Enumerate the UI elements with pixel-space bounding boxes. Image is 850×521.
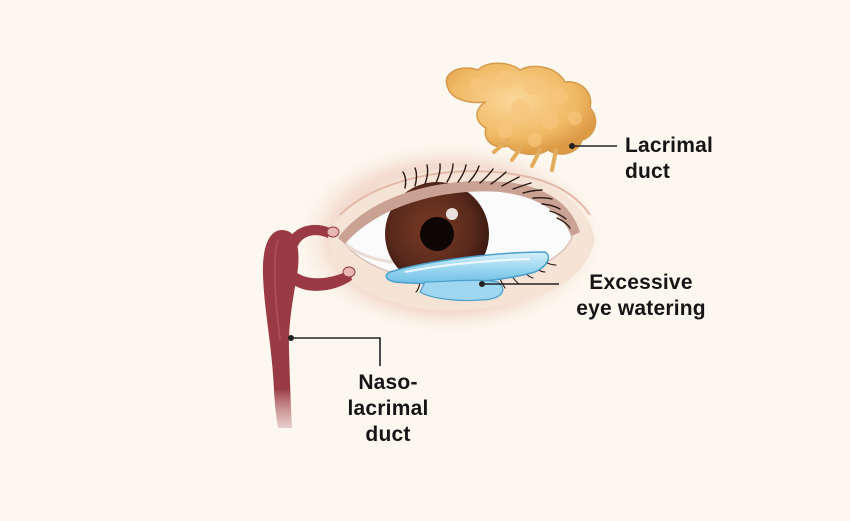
naso-lacrimal-duct-shape	[262, 224, 356, 428]
eye-watering-label-line1: Excessive	[589, 271, 693, 294]
lacrimal-duct-label-line1: Lacrimal	[625, 134, 713, 157]
leader-naso-lacrimal	[291, 337, 381, 366]
lacrimal-duct-label-line2: duct	[625, 160, 671, 183]
lacrimal-gland	[445, 62, 597, 156]
pupil	[420, 217, 454, 251]
eye-highlight	[446, 208, 458, 220]
upper-eyelashes	[402, 163, 571, 229]
lacrimal-ductules	[492, 138, 558, 172]
upper-eyelid	[338, 180, 580, 244]
naso-lacrimal-duct-label: Naso-lacrimal duct	[318, 370, 458, 448]
eye-watering-label-line2: eye watering	[576, 297, 706, 320]
naso-lacrimal-duct-label-line1: Naso-lacrimal	[347, 371, 429, 420]
eye-watering-label: Excessive eye watering	[566, 270, 716, 322]
eyelid-crease	[339, 170, 591, 216]
leader-lines	[291, 145, 617, 366]
leader-dots	[288, 143, 575, 341]
naso-lacrimal-duct-label-line2: duct	[365, 423, 411, 446]
lacrimal-duct-label: Lacrimal duct	[625, 133, 713, 185]
